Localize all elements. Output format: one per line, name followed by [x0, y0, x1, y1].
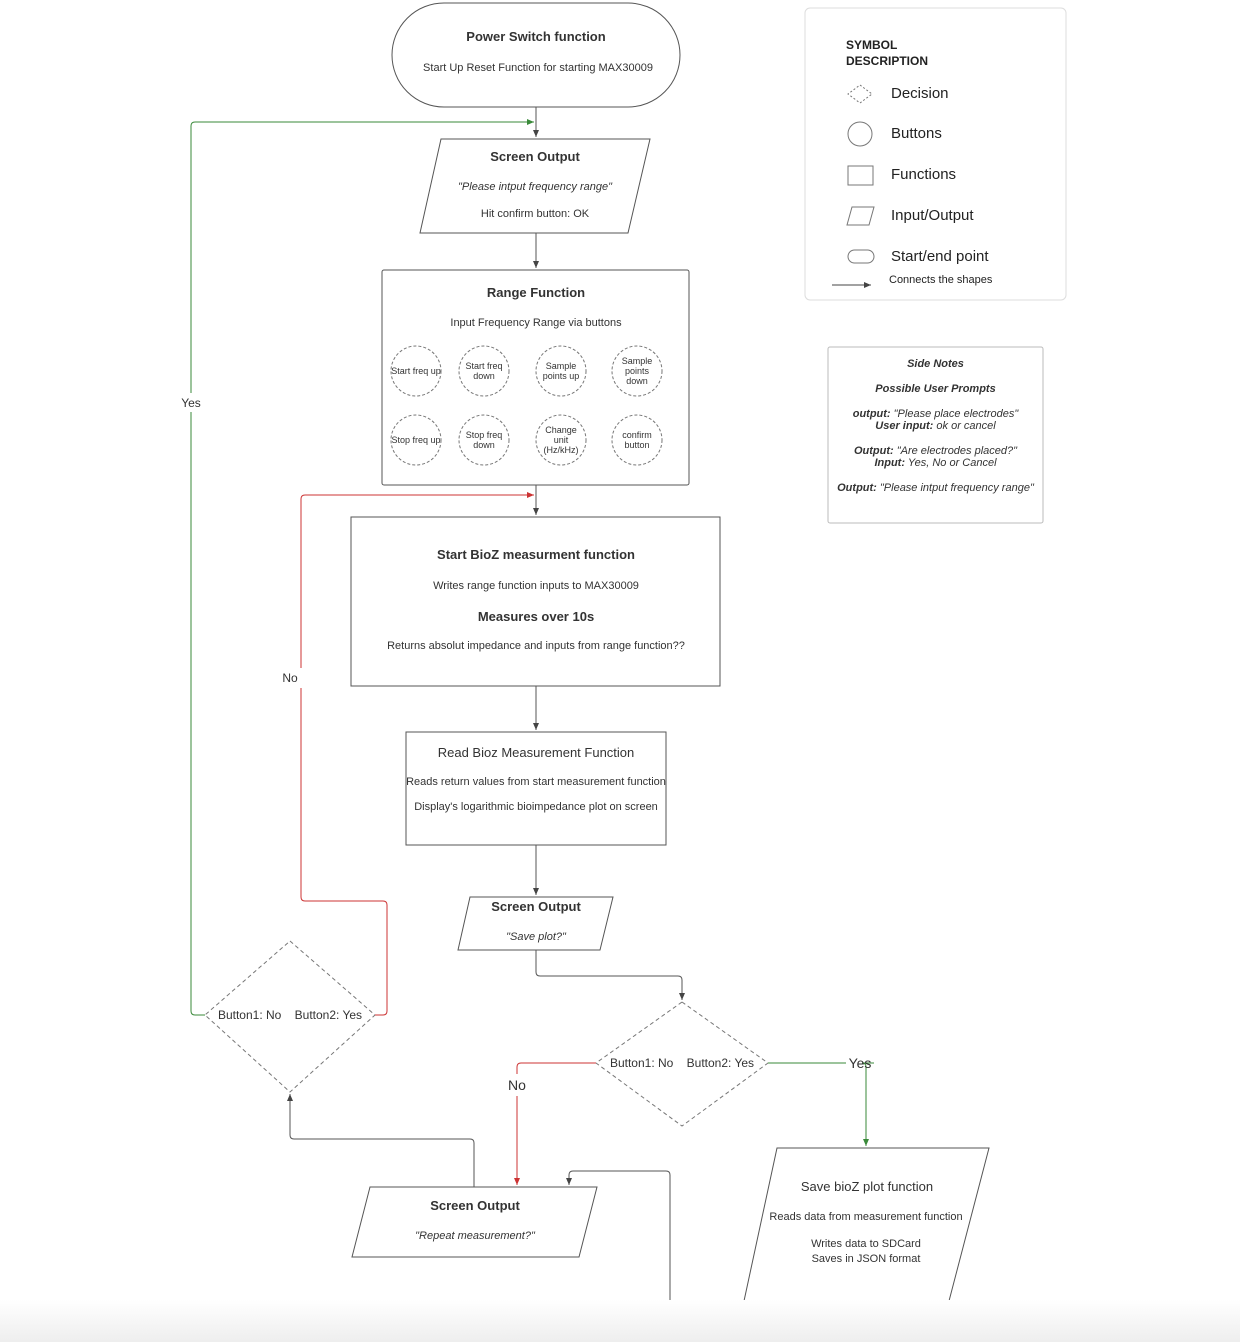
button-label-sample-points-up: Sample points up [542, 361, 580, 381]
read-title: Read Bioz Measurement Function [437, 745, 635, 760]
button-label-sample-points-down: Sample points down [621, 356, 653, 386]
screen2-title: Screen Output [491, 899, 581, 914]
legend-decision-label: Decision [891, 85, 949, 102]
circle-stop-freq-up [390, 414, 442, 466]
circle-sample-points-down [611, 345, 663, 397]
legend-functions-label: Functions [891, 166, 957, 183]
notes-line3-text: "Are electrodes placed?" [893, 445, 1018, 457]
read-line2: Display's logarithmic bioimpedance plot … [414, 801, 658, 813]
start-subtitle: Start Up Reset Function for starting MAX… [423, 62, 653, 74]
bioz-line1: Writes range function inputs to MAX30009 [433, 580, 639, 592]
bioz-title: Start BioZ measurment function [437, 547, 635, 562]
start-terminal [391, 2, 681, 108]
decision-save-label: Button1: No Button2: Yes [609, 1056, 755, 1070]
button-label-stop-freq-down: Stop freq down [465, 430, 503, 450]
bioz-function-box [350, 516, 721, 687]
notes-title: Side Notes [907, 358, 964, 370]
notes-line2-label: User input: [875, 420, 934, 432]
notes-subtitle: Possible User Prompts [875, 383, 996, 395]
connector-repeat-no [190, 122, 534, 1016]
bioz-line2: Measures over 10s [477, 609, 595, 624]
connector-save-no [517, 1062, 596, 1185]
bioz-line3: Returns absolut impedance and inputs fro… [387, 640, 685, 652]
decision-save-no-label: No [508, 1077, 526, 1093]
notes-line2-text: ok or cancel [933, 420, 996, 432]
legend-decision-icon [847, 84, 873, 104]
save-line2: Writes data to SDCard [811, 1238, 921, 1250]
legend-terminal-icon [847, 249, 875, 264]
button-label-stop-freq-up: Stop freq up [391, 435, 441, 445]
decision-repeat-no-label: No [282, 671, 298, 685]
screen3-title: Screen Output [430, 1198, 520, 1213]
decision-save-shape [595, 1001, 769, 1127]
screen-output-1-shape [419, 138, 651, 234]
notes-line5: Output: "Please intput frequency range" [828, 482, 1043, 494]
screen1-title: Screen Output [490, 149, 580, 164]
circle-change-unit [535, 414, 587, 466]
save-line1: Reads data from measurement function [769, 1211, 963, 1223]
legend-title-line1: SYMBOL [846, 38, 898, 52]
save-title: Save bioZ plot function [800, 1179, 934, 1194]
legend-terminal-label: Start/end point [891, 248, 989, 265]
legend-connector-label: Connects the shapes [889, 274, 993, 286]
notes-line4: Input: Yes, No or Cancel [828, 457, 1043, 469]
range-subtitle: Input Frequency Range via buttons [450, 317, 622, 329]
notes-line1-text: "Please place electrodes" [890, 408, 1019, 420]
circle-start-freq-up [390, 345, 442, 397]
notes-line1: output: "Please place electrodes" [828, 408, 1043, 420]
circle-sample-points-up [535, 345, 587, 397]
notes-line5-text: "Please intput frequency range" [876, 482, 1034, 494]
notes-line1-label: output: [852, 408, 891, 420]
legend-functions-icon [847, 165, 874, 186]
range-buttons [390, 345, 663, 466]
decision-repeat-label: Button1: No Button2: Yes [217, 1008, 363, 1022]
legend-io-icon [846, 206, 875, 226]
legend-buttons-icon [847, 121, 873, 147]
save-line3: Saves in JSON format [811, 1253, 921, 1265]
decision-repeat-yes-label: Yes [181, 396, 201, 410]
notes-line5-label: Output: [837, 482, 877, 494]
connector-screen3-to-decision [287, 1094, 475, 1187]
connector-screen2-to-decision [535, 950, 685, 1000]
connector-save-yes [768, 1062, 874, 1146]
notes-line4-text: Yes, No or Cancel [905, 457, 997, 469]
notes-line2: User input: ok or cancel [828, 420, 1043, 432]
save-function-shape [743, 1147, 990, 1302]
circle-stop-freq-down [458, 414, 510, 466]
connector-repeat-yes [300, 495, 534, 1016]
legend-box [804, 7, 1067, 301]
legend-io-label: Input/Output [891, 207, 974, 224]
read-function-box [405, 731, 667, 846]
side-notes-box [827, 346, 1044, 524]
notes-line3-label: Output: [853, 445, 894, 457]
legend-buttons-label: Buttons [891, 125, 942, 142]
notes-line4-label: Input: [874, 457, 906, 469]
screen2-prompt: "Save plot?" [506, 931, 566, 943]
notes-line3: Output: "Are electrodes placed?" [828, 445, 1043, 457]
range-title: Range Function [486, 285, 586, 300]
decision-save-yes-label: Yes [848, 1055, 872, 1071]
circle-start-freq-down [458, 345, 510, 397]
bottom-fade [0, 1300, 1240, 1342]
start-title: Power Switch function [466, 29, 606, 44]
button-label-start-freq-up: Start freq up [391, 366, 441, 376]
button-label-start-freq-down: Start freq down [465, 361, 503, 381]
decision-repeat-shape [204, 940, 376, 1093]
circle-confirm-button [611, 414, 663, 466]
screen1-hint: Hit confirm button: OK [480, 208, 590, 220]
read-line1: Reads return values from start measureme… [406, 776, 666, 788]
screen3-prompt: "Repeat measurement?" [415, 1230, 535, 1242]
button-label-change-unit: Change unit (Hz/kHz) [543, 425, 579, 455]
legend-title-line2: DESCRIPTION [846, 54, 929, 68]
screen-output-2-shape [457, 896, 614, 951]
screen1-prompt: "Please intput frequency range" [458, 181, 612, 193]
button-label-confirm: confirm button [622, 430, 652, 450]
